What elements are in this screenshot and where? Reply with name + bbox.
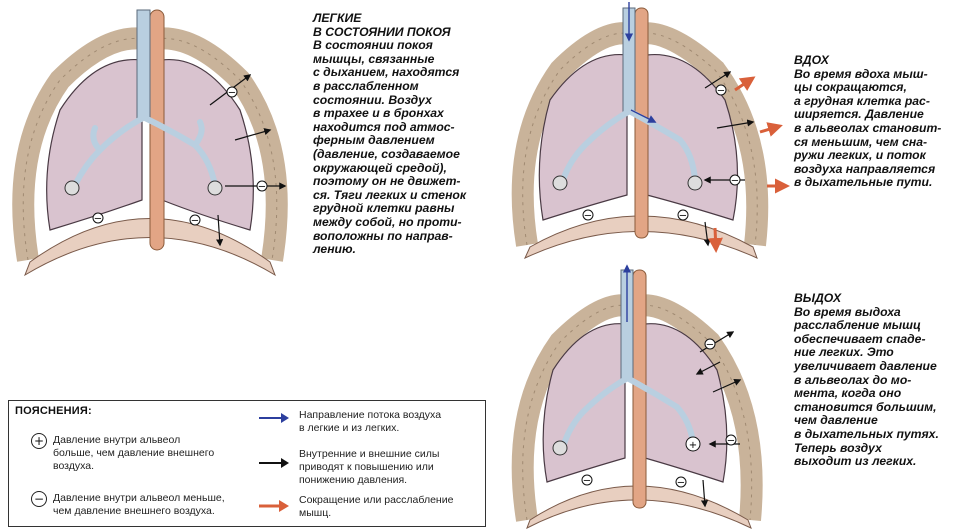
trachea	[136, 9, 151, 121]
legend-plus-text: Давление внутри альвеол больше, чем давл…	[53, 434, 215, 472]
alveolus-right-plus: +	[685, 436, 701, 452]
force-arrows	[695, 331, 742, 508]
minus-signs: − − − −	[582, 84, 741, 222]
legend-box: ПОЯСНЕНИЯ: + Давление внутри альвеол бол…	[8, 400, 486, 527]
diaphragm	[24, 218, 276, 277]
inhale-description: ВДОХ Во время вдоха мыш- цы сокращаются,…	[794, 53, 952, 190]
alveolus-left	[552, 175, 568, 191]
legend-orange-text: Сокращение или расслабление мышц.	[299, 494, 454, 519]
exhale-lungs-illustration: + − − − −	[511, 264, 763, 530]
svg-text:−: −	[94, 214, 102, 225]
svg-text:−: −	[191, 216, 199, 227]
exhale-title: ВЫДОХ	[794, 291, 842, 305]
right-lung	[646, 53, 739, 221]
svg-text:−: −	[731, 176, 739, 187]
muscle-arrows	[707, 76, 790, 253]
inhale-text: Во время вдоха мыш- цы сокращаются, а гр…	[794, 66, 942, 190]
blue-arrow-icon	[259, 413, 289, 423]
inhale-title: ВДОХ	[794, 53, 829, 67]
right-lung	[644, 323, 728, 483]
bronchial-tree	[560, 376, 696, 450]
alveolus-right	[687, 175, 703, 191]
svg-text:−: −	[679, 211, 687, 222]
svg-text:−: −	[677, 478, 685, 489]
exhale-description: ВЫДОХ Во время выдоха расслабление мышц …	[794, 291, 952, 469]
svg-text:−: −	[717, 86, 725, 97]
alveolus-left	[64, 180, 80, 196]
alveolus-right	[207, 180, 223, 196]
inhale-lungs-illustration: − − − −	[511, 2, 790, 260]
svg-text:−: −	[706, 340, 714, 351]
rest-text: В состоянии покоя мышцы, связанные с дых…	[313, 38, 467, 257]
alveolus-left	[552, 440, 568, 456]
bronchial-tree	[72, 115, 218, 188]
exhale-text: Во время выдоха расслабление мышц обеспе…	[794, 304, 939, 469]
minus-signs: − − − −	[581, 338, 737, 489]
bronchial-tree	[560, 109, 698, 183]
right-lung	[161, 58, 254, 231]
svg-text:−: −	[258, 182, 266, 193]
legend-title: ПОЯСНЕНИЯ:	[15, 405, 92, 417]
airflow-arrows	[624, 2, 657, 123]
legend-blue-text: Направление потока воздуха в легкие и из…	[299, 409, 442, 434]
legend-black-text: Внутренние и внешние силы приводят к пов…	[299, 448, 440, 486]
diaphragm	[523, 215, 758, 260]
svg-text:+: +	[689, 440, 697, 451]
rest-description: ЛЕГКИЕ В СОСТОЯНИИ ПОКОЯ В состоянии пок…	[313, 11, 483, 257]
minus-icon: −	[31, 491, 47, 507]
esophagus	[149, 9, 165, 251]
svg-text:−: −	[584, 211, 592, 222]
svg-text:−: −	[727, 436, 735, 447]
minus-signs: − − − −	[92, 86, 268, 227]
svg-text:−: −	[583, 476, 591, 487]
black-arrow-icon	[259, 458, 289, 468]
legend-minus-text: Давление внутри альвеол меньше, чем давл…	[53, 492, 225, 517]
svg-text:−: −	[228, 88, 236, 99]
orange-arrow-icon	[259, 500, 289, 512]
rest-lungs-illustration: − − − −	[12, 9, 288, 277]
diaphragm	[526, 485, 752, 530]
rest-title: ЛЕГКИЕ В СОСТОЯНИИ ПОКОЯ	[313, 11, 451, 39]
plus-icon: +	[31, 433, 47, 449]
